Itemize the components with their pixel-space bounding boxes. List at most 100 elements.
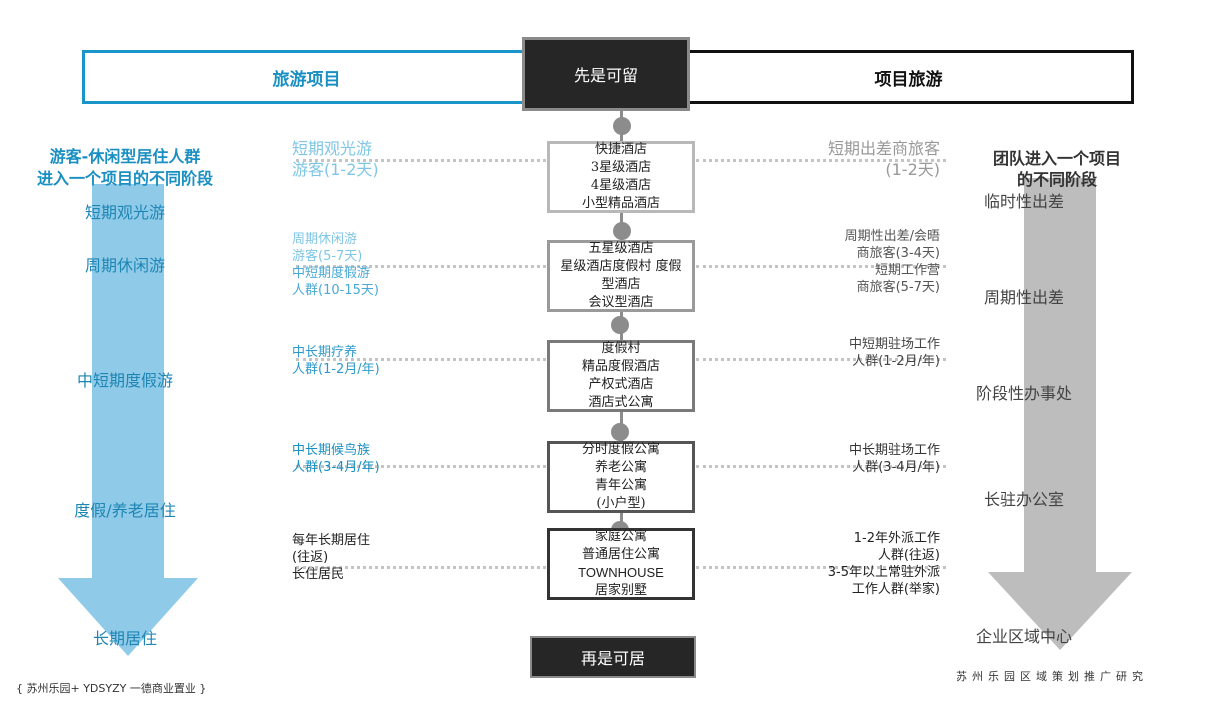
- tourist-segment-line: 人群(1-2月/年): [292, 362, 380, 377]
- accommodation-line: 青年公寓: [594, 478, 647, 493]
- header-right-project-tourism: 项目旅游: [686, 50, 1134, 104]
- tourist-segment-line: 中短期度假游: [292, 266, 371, 281]
- right-stage-label: 长驻办公室: [983, 490, 1064, 509]
- accommodation-line: 五星级酒店: [588, 241, 654, 256]
- row-connector-left: [296, 465, 546, 468]
- business-segment-line: (1-2天): [885, 160, 940, 179]
- spine-dot: [613, 222, 631, 240]
- accommodation-line: 居家别墅: [594, 583, 647, 598]
- right-stage-label: 周期性出差: [983, 288, 1064, 307]
- footer-company: { 苏州乐园+ YDSYZY 一德商业置业 }: [16, 682, 207, 695]
- header-left-tourism-projects: 旅游项目: [82, 50, 528, 104]
- spine-dot: [613, 117, 631, 135]
- accommodation-line: 型酒店: [601, 277, 641, 292]
- tourist-segment-row4: 中长期候鸟族 人群(3-4月/年): [292, 442, 472, 476]
- right-title-line2: 的不同阶段: [1016, 170, 1097, 189]
- right-stage-label: 阶段性办事处: [975, 384, 1072, 403]
- tourist-segment-line: 中长期候鸟族: [292, 443, 371, 458]
- left-title-line2: 进入一个项目的不同阶段: [36, 169, 213, 188]
- left-stage-label: 中短期度假游: [76, 371, 173, 390]
- right-stage-label: 企业区域中心: [975, 627, 1072, 646]
- business-segment-row4: 中长期驻场工作 人群(3-4月/年): [760, 442, 940, 476]
- row-connector-left: [296, 358, 546, 361]
- business-segment-line: 周期性出差/会晤: [844, 229, 940, 244]
- bottom-box: 再是可居: [530, 636, 696, 678]
- left-stage-label: 长期居住: [92, 629, 157, 648]
- business-segment-line: 工作人群(举家): [851, 582, 940, 597]
- tourist-segment-line: 人群(10-15天): [292, 283, 379, 298]
- accommodation-line: 普通居住公寓: [581, 547, 660, 562]
- accommodation-line: 产权式酒店: [588, 377, 654, 392]
- accommodation-box-row2: 五星级酒店 星级酒店度假村 度假 型酒店 会议型酒店: [547, 240, 695, 312]
- header-right-label: 项目旅游: [874, 69, 943, 90]
- business-segment-line: 人群(往返): [877, 548, 940, 563]
- row-connector-right: [696, 358, 946, 361]
- accommodation-box-row1: 快捷酒店 3星级酒店 4星级酒店 小型精品酒店: [547, 141, 695, 213]
- business-segment-line: 短期工作营: [874, 263, 940, 278]
- tourist-segment-row2: 周期休闲游 游客(5-7天) 中短期度假游 人群(10-15天): [292, 231, 472, 299]
- tourist-segment-line: (往返): [292, 550, 329, 565]
- tourist-segment-line: 人群(3-4月/年): [292, 460, 380, 475]
- left-stage-label: 度假/养老居住: [74, 501, 176, 520]
- accommodation-line: 精品度假酒店: [581, 359, 660, 374]
- tourist-segment-row1: 短期观光游 游客(1-2天): [292, 138, 472, 180]
- tourist-segment-row3: 中长期疗养 人群(1-2月/年): [292, 344, 472, 378]
- tourist-segment-line: 每年长期居住: [292, 533, 371, 548]
- tourist-segment-line: 周期休闲游: [292, 232, 358, 247]
- row-connector-left: [296, 566, 546, 569]
- spine-dot: [611, 423, 629, 441]
- row-connector-right: [696, 159, 946, 162]
- business-segment-line: 商旅客(3-4天): [856, 246, 940, 261]
- business-segment-row1: 短期出差商旅客 (1-2天): [760, 138, 940, 180]
- business-segment-line: 1-2年外派工作: [853, 531, 940, 546]
- tourist-segment-line: 中长期疗养: [292, 345, 358, 360]
- accommodation-line: 会议型酒店: [588, 295, 654, 310]
- header-center-label: 先是可留: [573, 66, 638, 85]
- left-stage-label: 周期休闲游: [84, 256, 165, 275]
- accommodation-line: 家庭公寓: [594, 529, 647, 544]
- left-column-title: 游客-休闲型居住人群 进入一个项目的不同阶段: [10, 146, 240, 190]
- accommodation-line: TOWNHOUSE: [578, 565, 664, 580]
- row-connector-left: [296, 159, 546, 162]
- business-segment-line: 中短期驻场工作: [848, 337, 940, 352]
- business-segment-line: 短期出差商旅客: [827, 139, 940, 158]
- accommodation-line: 小型精品酒店: [581, 196, 660, 211]
- row-connector-right: [696, 265, 946, 268]
- accommodation-line: 星级酒店度假村 度假: [560, 259, 682, 274]
- header-left-label: 旅游项目: [272, 69, 341, 90]
- accommodation-line: 分时度假公寓: [581, 442, 660, 457]
- right-title-line1: 团队进入一个项目: [992, 149, 1121, 168]
- left-down-arrow: [58, 184, 198, 656]
- business-segment-line: 商旅客(5-7天): [856, 280, 940, 295]
- accommodation-line: 酒店式公寓: [588, 395, 654, 410]
- business-segment-line: 中长期驻场工作: [848, 443, 940, 458]
- accommodation-line: 3星级酒店: [590, 160, 652, 175]
- business-segment-line: 人群(1-2月/年): [852, 354, 940, 369]
- accommodation-line: (小户型): [596, 496, 646, 511]
- row-connector-left: [296, 265, 546, 268]
- spine-dot: [611, 316, 629, 334]
- row-connector-right: [696, 566, 946, 569]
- business-segment-row3: 中短期驻场工作 人群(1-2月/年): [760, 336, 940, 370]
- accommodation-line: 快捷酒店: [594, 142, 647, 157]
- tourist-segment-line: 短期观光游: [292, 139, 373, 158]
- accommodation-box-row3: 度假村 精品度假酒店 产权式酒店 酒店式公寓: [547, 340, 695, 412]
- accommodation-line: 4星级酒店: [590, 178, 652, 193]
- business-segment-row2: 周期性出差/会晤 商旅客(3-4天) 短期工作营 商旅客(5-7天): [760, 228, 940, 296]
- tourist-segment-line: 长住居民: [292, 567, 345, 582]
- header-center-box: 先是可留: [522, 37, 690, 111]
- accommodation-line: 养老公寓: [594, 460, 647, 475]
- business-segment-line: 人群(3-4月/年): [852, 460, 940, 475]
- right-down-arrow: [988, 178, 1132, 650]
- tourist-segment-line: 游客(5-7天): [292, 249, 363, 264]
- business-segment-line: 3-5年以上常驻外派: [827, 565, 940, 580]
- tourist-segment-line: 游客(1-2天): [292, 160, 379, 179]
- business-segment-row5: 1-2年外派工作 人群(往返) 3-5年以上常驻外派 工作人群(举家): [760, 530, 940, 598]
- accommodation-box-row4: 分时度假公寓 养老公寓 青年公寓 (小户型): [547, 441, 695, 513]
- bottom-box-label: 再是可居: [580, 649, 645, 668]
- accommodation-line: 度假村: [601, 341, 641, 356]
- left-stage-label: 短期观光游: [84, 203, 165, 222]
- tourist-segment-row5: 每年长期居住 (往返) 长住居民: [292, 532, 472, 583]
- right-stage-label: 临时性出差: [983, 192, 1064, 211]
- row-connector-right: [696, 465, 946, 468]
